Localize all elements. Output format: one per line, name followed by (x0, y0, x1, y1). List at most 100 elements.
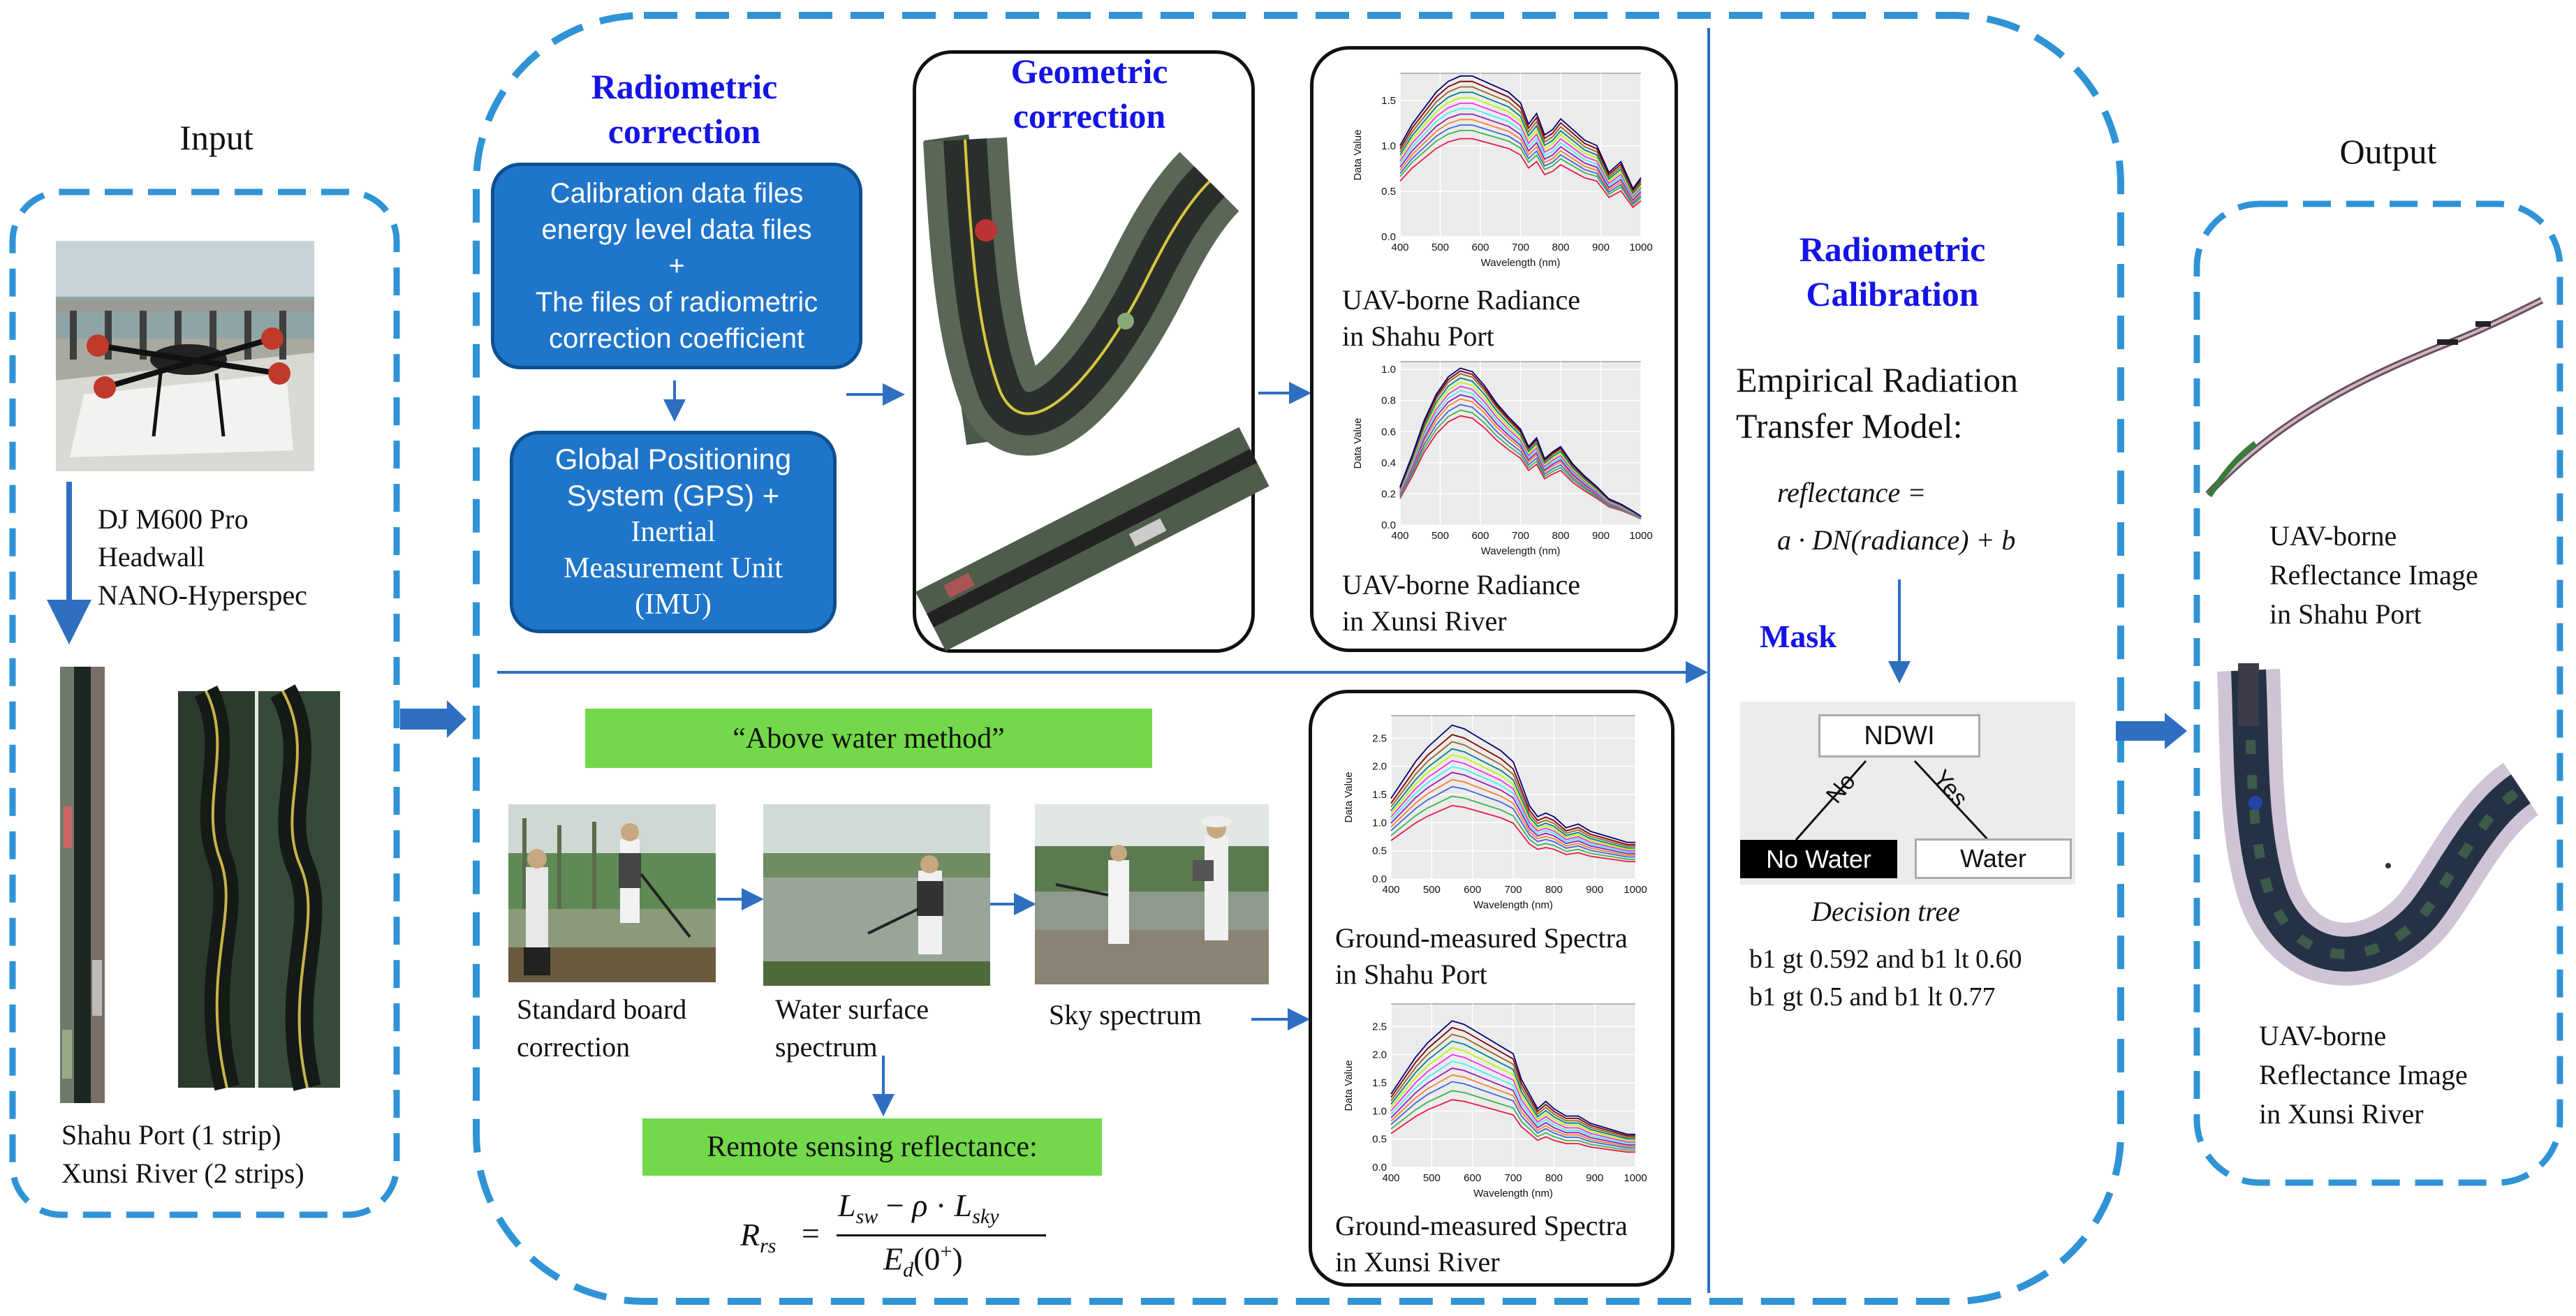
rrs-e: E (883, 1241, 904, 1277)
output-title: Output (2339, 132, 2437, 171)
uav-radiance-xunsi-caption-1: UAV-borne Radiance (1342, 569, 1581, 600)
y-axis-label: Data Value (1352, 129, 1364, 180)
device-line-3: NANO-Hyperspec (98, 579, 307, 611)
rrs-den-sup: + (940, 1240, 952, 1263)
x-tick-label: 500 (1431, 242, 1449, 253)
standard-board-caption-1: Standard board (517, 993, 687, 1025)
calibration-files-line-3: + (668, 251, 685, 281)
xunsi-reflectance-caption-2: Reflectance Image (2259, 1059, 2468, 1090)
spectrum-line (1390, 748, 1635, 849)
water-node: Water (1915, 838, 2072, 879)
radiometric-correction-title-line-2: correction (608, 112, 761, 151)
y-tick-label: 1.0 (1381, 364, 1396, 376)
spectrum-line (1399, 75, 1642, 190)
shahu-reflectance-image (2205, 297, 2544, 498)
rule-line-1: b1 gt 0.592 and b1 lt 0.60 (1749, 945, 2022, 974)
y-tick-label: 1.5 (1381, 95, 1396, 107)
drone-photo (56, 241, 314, 471)
spectrum-line (1390, 766, 1635, 853)
gps-imu-line-4: Measurement Unit (564, 552, 783, 584)
xunsi-reflectance-caption-3: in Xunsi River (2259, 1098, 2424, 1130)
x-tick-label: 500 (1423, 1172, 1441, 1184)
spectrum-line (1390, 1074, 1635, 1148)
uav-radiance-shahu-caption-2: in Shahu Port (1342, 320, 1494, 352)
spectrum-line (1390, 760, 1635, 852)
shahu-reflectance-caption-3: in Shahu Port (2269, 598, 2422, 630)
spectrum-line (1399, 409, 1642, 519)
x-tick-label: 600 (1471, 242, 1489, 253)
y-tick-label: 1.0 (1381, 140, 1396, 152)
uav-radiance-shahu-caption-1: UAV-borne Radiance (1342, 284, 1581, 316)
input-title: Input (179, 118, 253, 157)
x-tick-label: 400 (1382, 1172, 1399, 1184)
water-surface-caption-1: Water surface (775, 993, 929, 1025)
gps-imu-line-5: (IMU) (635, 589, 712, 621)
spectrum-line (1390, 795, 1635, 860)
sky-spectrum-photo (1035, 804, 1269, 984)
x-tick-label: 800 (1552, 242, 1569, 253)
model-line-1: Empirical Radiation (1736, 360, 2019, 399)
rrs-e-sub: d (903, 1258, 914, 1282)
spectrum-line (1399, 415, 1642, 520)
spectrum-line (1399, 97, 1642, 196)
rrs-l-sw-sub: sw (855, 1205, 878, 1229)
x-tick-label: 500 (1431, 530, 1449, 542)
spectrum-line (1399, 381, 1642, 518)
model-line-2: Transfer Model: (1736, 406, 1963, 445)
x-axis-label: Wavelength (nm) (1481, 545, 1561, 557)
y-tick-label: 0.4 (1381, 457, 1396, 469)
spectrum-line (1399, 103, 1642, 198)
calibration-files-line-2: energy level data files (541, 214, 812, 245)
spectrum-line (1399, 377, 1642, 518)
x-tick-label: 700 (1512, 242, 1529, 253)
radiometric-correction-title: Radiometric correction (559, 64, 810, 154)
standard-board-photo (508, 804, 716, 982)
x-tick-label: 1000 (1624, 1172, 1647, 1184)
y-tick-label: 0.6 (1381, 426, 1396, 438)
x-tick-label: 700 (1512, 530, 1529, 542)
spectrum-line (1390, 734, 1635, 845)
gps-imu-line-2: System (GPS) + (566, 479, 780, 512)
radiometric-correction-title-line-1: Radiometric (591, 67, 778, 106)
xunsi-reflectance-image (2217, 663, 2540, 986)
x-axis-label: Wavelength (nm) (1473, 899, 1553, 911)
spectrum-line (1399, 108, 1642, 200)
y-axis-label: Data Value (1352, 417, 1364, 468)
spectrum-line (1390, 1060, 1635, 1144)
rrs-l-sky: L (954, 1188, 973, 1223)
spectrum-line (1399, 404, 1642, 519)
calibration-files-line-4: The files of radiometric (535, 287, 818, 318)
shahu-reflectance-caption-1: UAV-borne (2269, 520, 2397, 552)
calibration-formula-line-1: reflectance = (1777, 477, 1927, 508)
y-tick-label: 1.0 (1372, 1105, 1387, 1117)
x-tick-label: 900 (1586, 1172, 1603, 1184)
strip-line-2: Xunsi River (2 strips) (61, 1158, 304, 1189)
x-tick-label: 800 (1545, 884, 1563, 896)
processing-dashed-frame (473, 12, 2124, 1305)
spectrum-line (1390, 1040, 1635, 1140)
x-tick-label: 1000 (1629, 530, 1652, 542)
ground-spectra-xunsi-caption-1: Ground-measured Spectra (1335, 1210, 1628, 1241)
standard-board-caption-2: correction (517, 1031, 631, 1063)
rrs-formula: Rrs = Lsw − ρ · Lsky Ed(0+) (740, 1187, 1046, 1285)
water-surface-caption-2: spectrum (775, 1031, 878, 1063)
y-tick-label: 2.5 (1372, 732, 1387, 744)
geometric-correction-title: Geometric correction (964, 49, 1215, 138)
calibration-formula-line-2: a · DN(radiance) + b (1777, 524, 2016, 556)
y-tick-label: 0.5 (1381, 186, 1396, 198)
spectrum-line (1399, 119, 1642, 203)
spectrum-line (1390, 778, 1635, 857)
rrs-rho: ρ (912, 1188, 928, 1223)
processing-to-output-big-arrow (2116, 713, 2187, 749)
spectrum-line (1390, 771, 1635, 855)
x-tick-label: 400 (1382, 884, 1399, 896)
ground-spectra-xunsi-caption-2: in Xunsi River (1335, 1246, 1500, 1278)
sky-spectrum-caption: Sky spectrum (1049, 999, 1202, 1030)
spectrum-line (1399, 398, 1642, 519)
x-tick-label: 900 (1592, 530, 1610, 542)
calibration-files-line-5: correction coefficient (548, 323, 805, 354)
rrs-dot: · (935, 1188, 947, 1223)
